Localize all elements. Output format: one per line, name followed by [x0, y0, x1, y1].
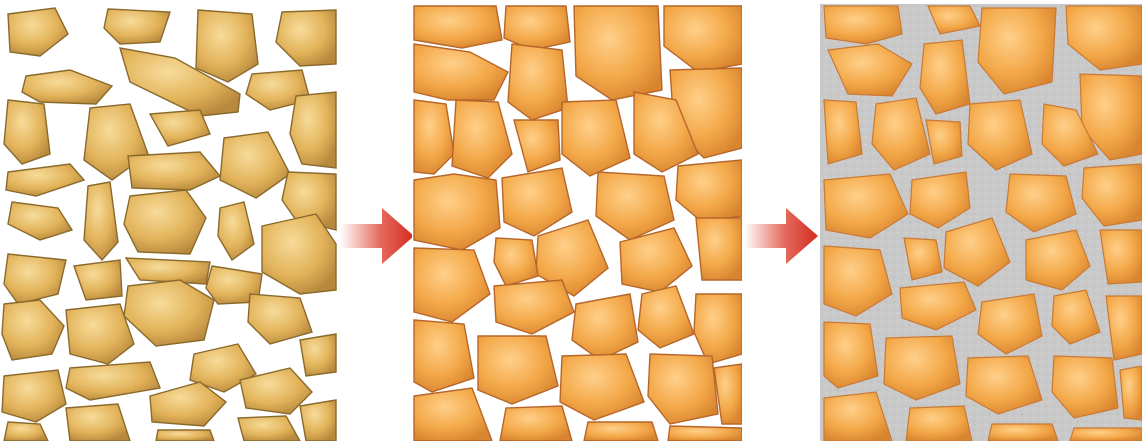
- sediment-grain: [66, 404, 130, 441]
- sediment-grain: [124, 190, 206, 254]
- sediment-grain: [300, 400, 336, 441]
- loose-sediment-panel: [0, 4, 338, 441]
- sediment-grain: [668, 426, 742, 441]
- process-arrow-2: [744, 206, 818, 266]
- sediment-grain: [1070, 428, 1142, 441]
- sediment-grain: [500, 406, 572, 441]
- sediment-grain: [1100, 230, 1142, 284]
- right-arrow-icon: [744, 206, 818, 266]
- sediment-grain: [584, 422, 658, 441]
- process-arrow-1: [340, 206, 414, 266]
- sediment-grain: [1120, 366, 1142, 420]
- compacted-sediment-illustration: [412, 4, 742, 441]
- sediment-grain: [696, 218, 742, 280]
- sediment-grain: [104, 9, 170, 44]
- sediment-grain: [906, 406, 972, 441]
- sediment-grain: [156, 430, 214, 441]
- sediment-grain: [300, 334, 336, 376]
- loose-sediment-illustration: [0, 4, 338, 441]
- cemented-rock-illustration: [820, 4, 1142, 441]
- compacted-sediment-panel: [412, 4, 742, 441]
- sediment-grain: [824, 322, 878, 388]
- right-arrow-icon: [340, 206, 414, 266]
- sediment-grain: [824, 100, 862, 164]
- sediment-grain: [414, 6, 502, 48]
- sediment-grain: [414, 320, 474, 392]
- cemented-rock-panel: [820, 4, 1142, 441]
- sediment-grain: [508, 44, 568, 120]
- sediment-grain: [988, 424, 1058, 441]
